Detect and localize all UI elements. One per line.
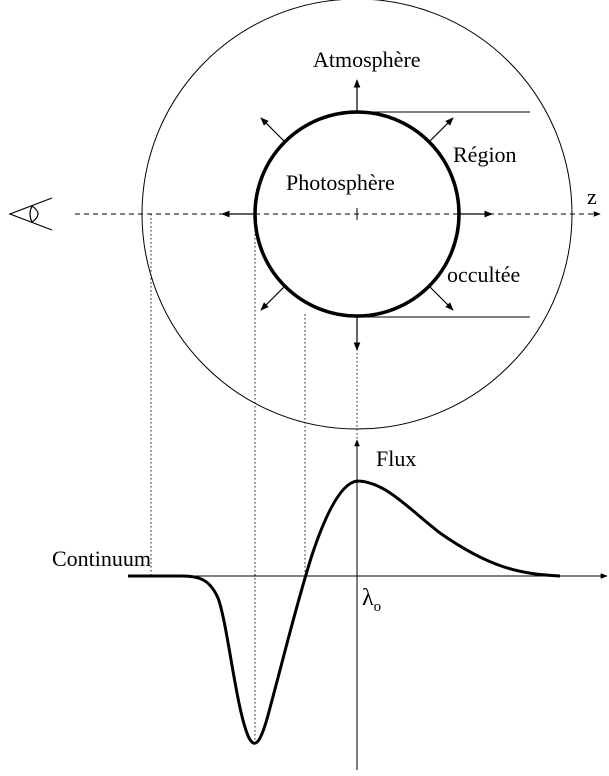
projection-lines: [150, 214, 358, 745]
p-cygni-profile-curve: [128, 479, 561, 745]
atmosphere-label: Atmosphère: [313, 47, 421, 72]
wind-arrow-lower-right: [428, 285, 454, 311]
region-label: Région: [453, 142, 517, 167]
lambda-symbol: λ: [362, 585, 374, 611]
wind-arrow-lower-left: [260, 285, 286, 311]
photosphere-label: Photosphère: [286, 170, 395, 195]
wind-arrow-upper-left: [260, 117, 286, 143]
eye-icon: [8, 197, 53, 231]
lambda-zero-label: λo: [362, 585, 381, 615]
occultee-label: occultée: [447, 262, 520, 287]
continuum-label: Continuum: [52, 546, 151, 571]
lambda-subscript: o: [374, 599, 382, 615]
wind-arrow-upper-right: [428, 117, 454, 143]
z-axis-label: z: [587, 184, 597, 209]
flux-axis-label: Flux: [376, 446, 416, 471]
wind-arrows: [221, 79, 493, 351]
